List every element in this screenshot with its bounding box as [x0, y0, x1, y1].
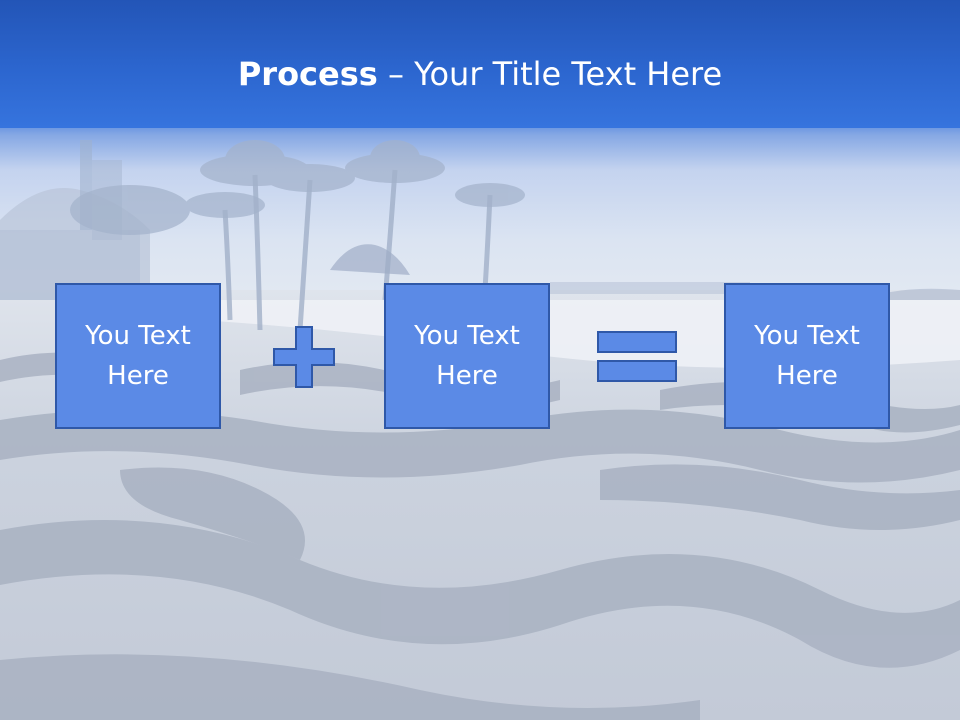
plus-icon: [273, 326, 335, 388]
process-box-1-text: You Text Here: [68, 316, 208, 396]
process-box-2-line1: You Text: [414, 321, 520, 351]
process-box-3-line2: Here: [776, 361, 838, 391]
process-box-1-line2: Here: [107, 361, 169, 391]
process-box-3-text: You Text Here: [737, 316, 877, 396]
process-box-2-text: You Text Here: [397, 316, 537, 396]
title-rest-text: Your Title Text Here: [414, 55, 723, 93]
process-box-2[interactable]: You Text Here: [384, 283, 550, 429]
process-box-1-line1: You Text: [85, 321, 191, 351]
equals-icon: [597, 331, 677, 382]
process-box-1[interactable]: You Text Here: [55, 283, 221, 429]
process-box-3-line1: You Text: [754, 321, 860, 351]
process-box-2-line2: Here: [436, 361, 498, 391]
process-box-3[interactable]: You Text Here: [724, 283, 890, 429]
title-bar: [0, 0, 960, 128]
slide-title: Process – Your Title Text Here: [0, 52, 960, 96]
title-bold-text: Process: [237, 55, 378, 93]
title-dash: –: [387, 55, 404, 93]
